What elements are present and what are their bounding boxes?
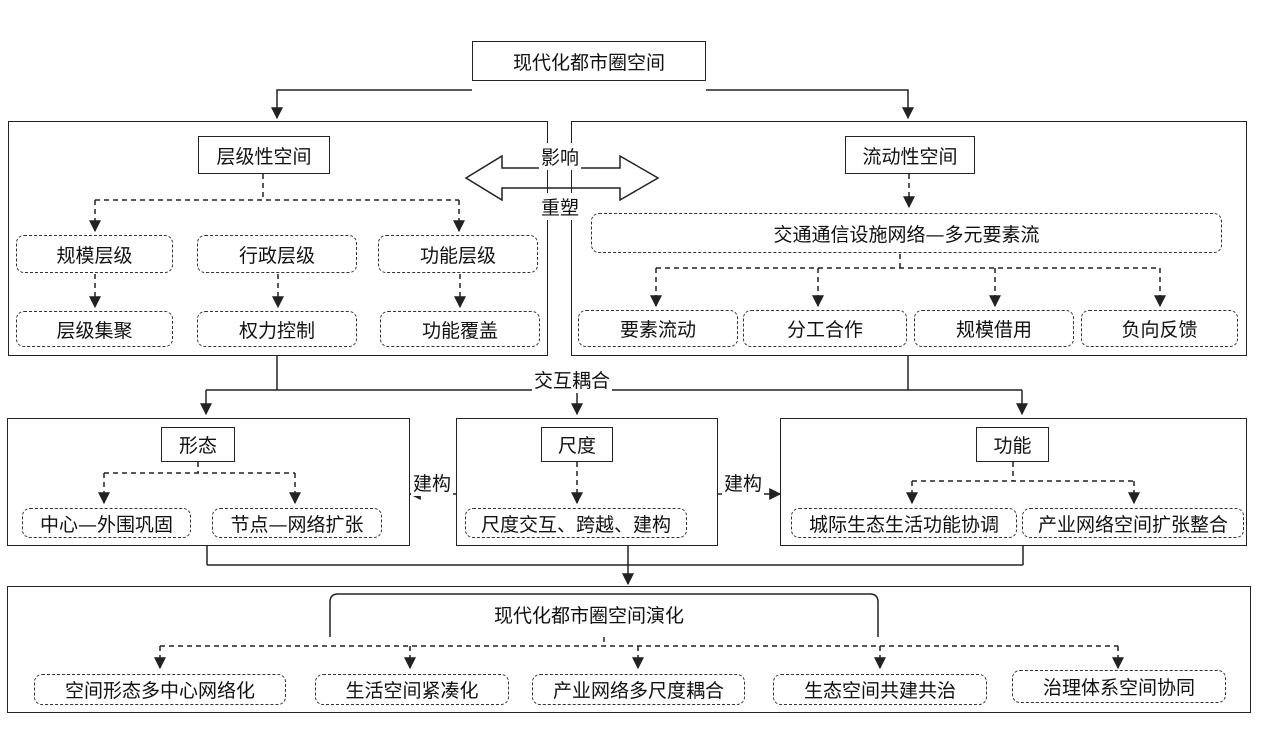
flow-item: 分工合作 bbox=[743, 310, 907, 347]
evolution-title: 现代化都市圈空间演化 bbox=[494, 605, 685, 627]
evolution-item: 治理体系空间协同 bbox=[1012, 670, 1226, 703]
flow-network-label: 交通通信设施网络—多元要素流 bbox=[773, 223, 1040, 246]
hier-level1-label: 功能层级 bbox=[419, 244, 496, 267]
flow-item: 规模借用 bbox=[914, 310, 1074, 347]
flow-item-label: 分工合作 bbox=[786, 319, 863, 341]
evolution-item: 空间形态多中心网络化 bbox=[34, 674, 286, 705]
function-title-box: 功能 bbox=[976, 427, 1049, 462]
form-item-label: 中心—外围巩固 bbox=[39, 513, 173, 536]
flow-item: 负向反馈 bbox=[1081, 310, 1238, 347]
reshape-label: 重塑 bbox=[539, 193, 582, 220]
hier-level2-label: 权力控制 bbox=[238, 319, 315, 342]
function-item: 产业网络空间扩张整合 bbox=[1022, 508, 1244, 538]
evolution-title-bracket bbox=[329, 593, 879, 637]
hier-level1-item: 行政层级 bbox=[197, 235, 357, 273]
hier-level2-label: 层级集聚 bbox=[56, 319, 133, 342]
function-title: 功能 bbox=[993, 435, 1032, 457]
form-item: 中心—外围巩固 bbox=[22, 508, 191, 538]
evolution-item-label: 生活空间紧凑化 bbox=[345, 680, 479, 702]
form-item-label: 节点—网络扩张 bbox=[230, 513, 364, 536]
scale-title-box: 尺度 bbox=[541, 427, 613, 462]
flow-item-label: 负向反馈 bbox=[1121, 319, 1198, 341]
hierarchical-title: 层级性空间 bbox=[216, 145, 312, 168]
form-title: 形态 bbox=[178, 435, 217, 457]
top-split-line-right bbox=[706, 89, 914, 120]
form-title-box: 形态 bbox=[161, 427, 235, 462]
evolution-item-label: 治理体系空间协同 bbox=[1042, 677, 1195, 699]
scale-item-label: 尺度交互、跨越、建构 bbox=[480, 513, 671, 536]
scale-item: 尺度交互、跨越、建构 bbox=[465, 508, 687, 538]
top-title-box: 现代化都市圈空间 bbox=[472, 41, 706, 81]
double-arrow bbox=[464, 154, 660, 202]
flow-title-box: 流动性空间 bbox=[845, 136, 975, 174]
hier-level2-item: 层级集聚 bbox=[16, 311, 173, 347]
evolution-item-label: 产业网络多尺度耦合 bbox=[552, 680, 724, 702]
flow-network-box: 交通通信设施网络—多元要素流 bbox=[591, 213, 1222, 253]
top-split-line bbox=[271, 89, 472, 120]
construct-right-label: 建构 bbox=[722, 469, 765, 496]
function-item: 城际生态生活功能协调 bbox=[791, 508, 1017, 538]
flow-item-label: 要素流动 bbox=[619, 319, 696, 341]
influence-label: 影响 bbox=[539, 143, 582, 170]
flow-item: 要素流动 bbox=[578, 310, 738, 347]
evolution-item: 生态空间共建共治 bbox=[773, 674, 987, 705]
form-item: 节点—网络扩张 bbox=[212, 508, 382, 538]
hier-level1-label: 规模层级 bbox=[56, 244, 133, 267]
function-panel bbox=[780, 418, 1247, 546]
form-panel bbox=[7, 418, 410, 546]
function-item-label: 产业网络空间扩张整合 bbox=[1037, 513, 1228, 536]
evolution-panel bbox=[7, 586, 1251, 713]
scale-panel bbox=[456, 418, 718, 546]
hier-level2-item: 权力控制 bbox=[197, 311, 357, 347]
scale-title: 尺度 bbox=[557, 435, 596, 457]
hier-level2-item: 功能覆盖 bbox=[380, 311, 540, 347]
hierarchical-panel bbox=[8, 121, 548, 356]
hier-level1-label: 行政层级 bbox=[238, 244, 315, 267]
evolution-item: 生活空间紧凑化 bbox=[315, 674, 509, 705]
evolution-item: 产业网络多尺度耦合 bbox=[532, 674, 745, 705]
flow-item-label: 规模借用 bbox=[955, 319, 1032, 341]
top-title: 现代化都市圈空间 bbox=[512, 51, 665, 74]
coupling-label: 交互耦合 bbox=[532, 366, 613, 393]
function-item-label: 城际生态生活功能协调 bbox=[808, 513, 999, 536]
hier-level2-label: 功能覆盖 bbox=[421, 319, 498, 342]
evolution-item-label: 生态空间共建共治 bbox=[803, 680, 956, 702]
flow-title: 流动性空间 bbox=[862, 145, 958, 168]
construct-left-label: 建构 bbox=[411, 469, 454, 496]
flow-panel bbox=[571, 121, 1247, 356]
evolution-item-label: 空间形态多中心网络化 bbox=[64, 680, 255, 702]
hier-level1-item: 规模层级 bbox=[16, 235, 173, 273]
hierarchical-title-box: 层级性空间 bbox=[198, 136, 330, 174]
hier-level1-item: 功能层级 bbox=[378, 235, 538, 273]
